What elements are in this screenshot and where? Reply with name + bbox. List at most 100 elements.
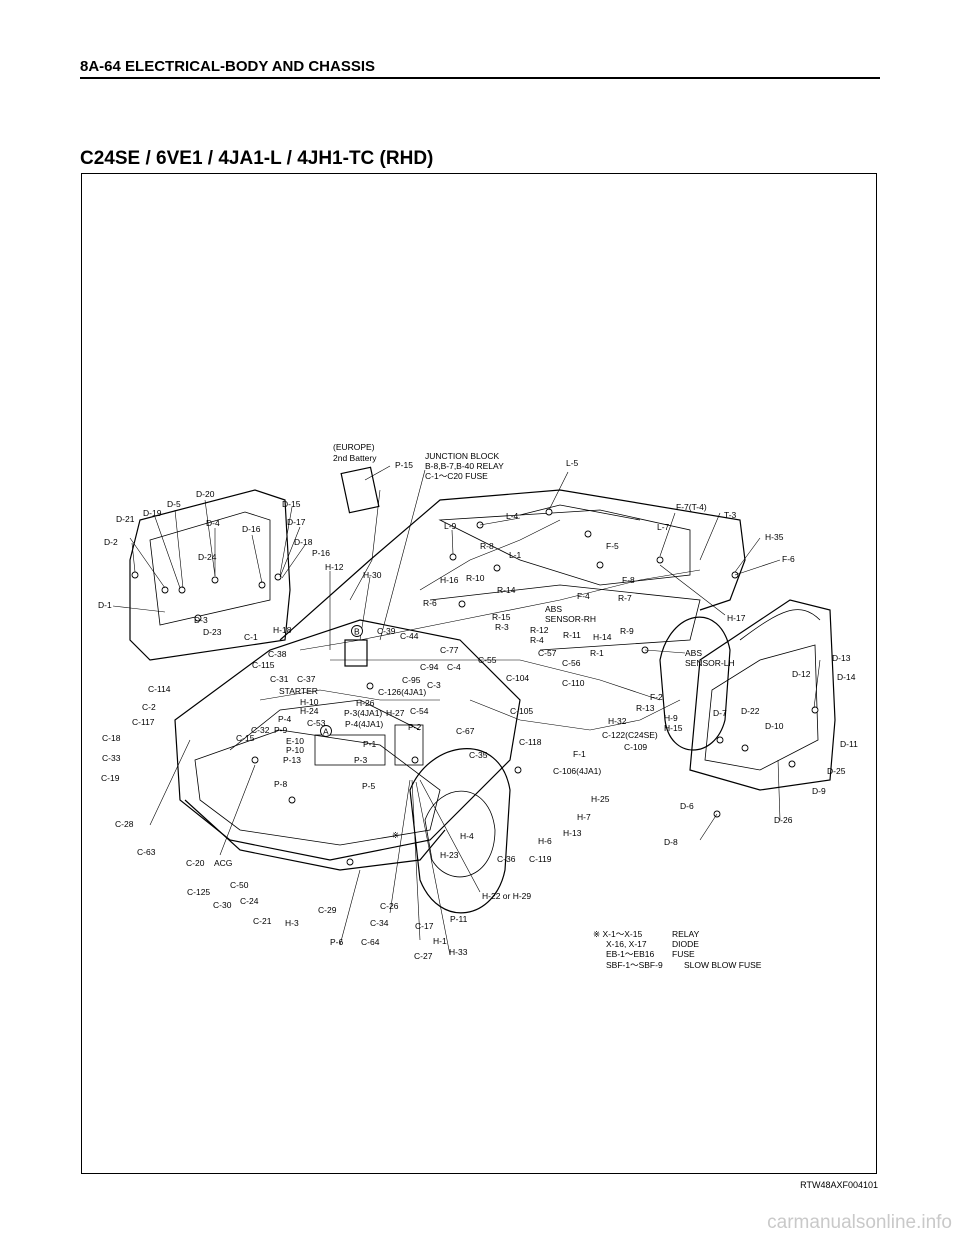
label-f8: F-8 [622, 575, 635, 585]
label-p11: P-11 [450, 914, 468, 924]
label-abs-lh-2: SENSOR-LH [685, 658, 735, 668]
label-d13: D-13 [832, 653, 851, 663]
label-p6: P-6 [330, 937, 344, 947]
label-h13: H-13 [563, 828, 582, 838]
label-c36: C-36 [497, 854, 516, 864]
label-c17: C-17 [415, 921, 434, 931]
label-d20: D-20 [196, 489, 215, 499]
legend: ※ X-1～X-15 RELAY X-16, X-17 DIODE EB-1～E… [593, 929, 762, 970]
label-c24: C-24 [240, 896, 259, 906]
label-h35: H-35 [765, 532, 784, 542]
label-h12: H-12 [325, 562, 344, 572]
label-d22: D-22 [741, 706, 760, 716]
label-d4: D-4 [206, 518, 220, 528]
connector-markers [131, 508, 819, 866]
label-d23: D-23 [203, 627, 222, 637]
label-d15: D-15 [282, 499, 301, 509]
label-c28: C-28 [115, 819, 134, 829]
label-asterisk: ※ [392, 830, 399, 840]
label-h4: H-4 [460, 831, 474, 841]
label-d6: D-6 [680, 801, 694, 811]
label-c122: C-122(C24SE) [602, 730, 658, 740]
label-d5: D-5 [167, 499, 181, 509]
label-c114: C-114 [148, 684, 171, 694]
mark-b-label: B [354, 627, 360, 637]
label-c50: C-50 [230, 880, 249, 890]
label-r15: R-15 [492, 612, 511, 622]
label-c38: C-38 [268, 649, 287, 659]
callout-labels: (EUROPE) 2nd Battery P-15 JUNCTION BLOCK… [98, 442, 858, 961]
legend-row-2-desc: DIODE [672, 939, 699, 949]
label-h25: H-25 [591, 794, 610, 804]
header-rule [80, 77, 880, 79]
label-d1: D-1 [98, 600, 112, 610]
label-d8: D-8 [664, 837, 678, 847]
label-c21: C-21 [253, 916, 272, 926]
label-p15: P-15 [395, 460, 413, 470]
label-r10: R-10 [466, 573, 485, 583]
label-c94: C-94 [420, 662, 439, 672]
label-c4: C-4 [447, 662, 461, 672]
label-t3: T-3 [724, 510, 737, 520]
label-r12: R-12 [530, 625, 549, 635]
label-h18: H-18 [273, 625, 292, 635]
label-d25: D-25 [827, 766, 846, 776]
label-f6: F-6 [782, 554, 795, 564]
label-h9: H-9 [664, 713, 678, 723]
label-d12: D-12 [792, 669, 811, 679]
label-h27: H-27 [386, 708, 405, 718]
label-c1: C-1 [244, 632, 258, 642]
diagram-frame [81, 173, 877, 1174]
label-p10: P-10 [286, 745, 304, 755]
label-l4: L-4 [506, 511, 519, 521]
label-c32: C-32 [251, 725, 270, 735]
label-p3: P-3 [354, 755, 368, 765]
vehicle-outline [129, 466, 836, 914]
label-c20: C-20 [186, 858, 205, 868]
legend-row-3-code: EB-1～EB16 [606, 949, 654, 959]
label-c119: C-119 [529, 854, 552, 864]
label-c109: C-109 [624, 742, 647, 752]
label-c2: C-2 [142, 702, 156, 712]
label-c33: C-33 [102, 753, 121, 763]
legend-row-2-code: X-16, X-17 [606, 939, 647, 949]
label-h30: H-30 [363, 570, 382, 580]
label-c56: C-56 [562, 658, 581, 668]
label-c3: C-3 [427, 680, 441, 690]
legend-row-1-desc: RELAY [672, 929, 700, 939]
label-h16: H-16 [440, 575, 459, 585]
label-c118: C-118 [519, 737, 542, 747]
label-h1: H-1 [433, 936, 447, 946]
label-d11: D-11 [840, 739, 858, 749]
label-l9: L-9 [444, 521, 457, 531]
label-c95: C-95 [402, 675, 421, 685]
label-e10: E-10 [286, 736, 304, 746]
label-c39: C-39 [377, 626, 396, 636]
label-r13: R-13 [636, 703, 655, 713]
label-p2: P-2 [408, 722, 422, 732]
label-r1: R-1 [590, 648, 604, 658]
label-l1: L-1 [509, 550, 522, 560]
label-europe: (EUROPE) [333, 442, 375, 452]
label-c27: C-27 [414, 951, 433, 961]
label-c57: C-57 [538, 648, 557, 658]
label-c110: C-110 [562, 678, 585, 688]
page-header: 8A-64 ELECTRICAL-BODY AND CHASSIS [80, 58, 376, 75]
label-p9: P-9 [274, 725, 288, 735]
label-d21: D-21 [116, 514, 135, 524]
label-c44: C-44 [400, 631, 419, 641]
label-p4-4ja1: P-4(4JA1) [345, 719, 383, 729]
label-p5: P-5 [362, 781, 376, 791]
label-h14: H-14 [593, 632, 612, 642]
label-c37: C-37 [297, 674, 316, 684]
label-c53: C-53 [307, 718, 326, 728]
section-title: C24SE / 6VE1 / 4JA1-L / 4JH1-TC (RHD) [80, 148, 434, 169]
label-c104: C-104 [506, 673, 529, 683]
label-h7: H-7 [577, 812, 591, 822]
label-jb-fuse: C-1～C20 FUSE [425, 471, 488, 481]
label-c18: C-18 [102, 733, 121, 743]
leader-lines [112, 465, 821, 956]
label-p4: P-4 [278, 714, 292, 724]
label-c26: C-26 [380, 901, 399, 911]
label-h6: H-6 [538, 836, 552, 846]
